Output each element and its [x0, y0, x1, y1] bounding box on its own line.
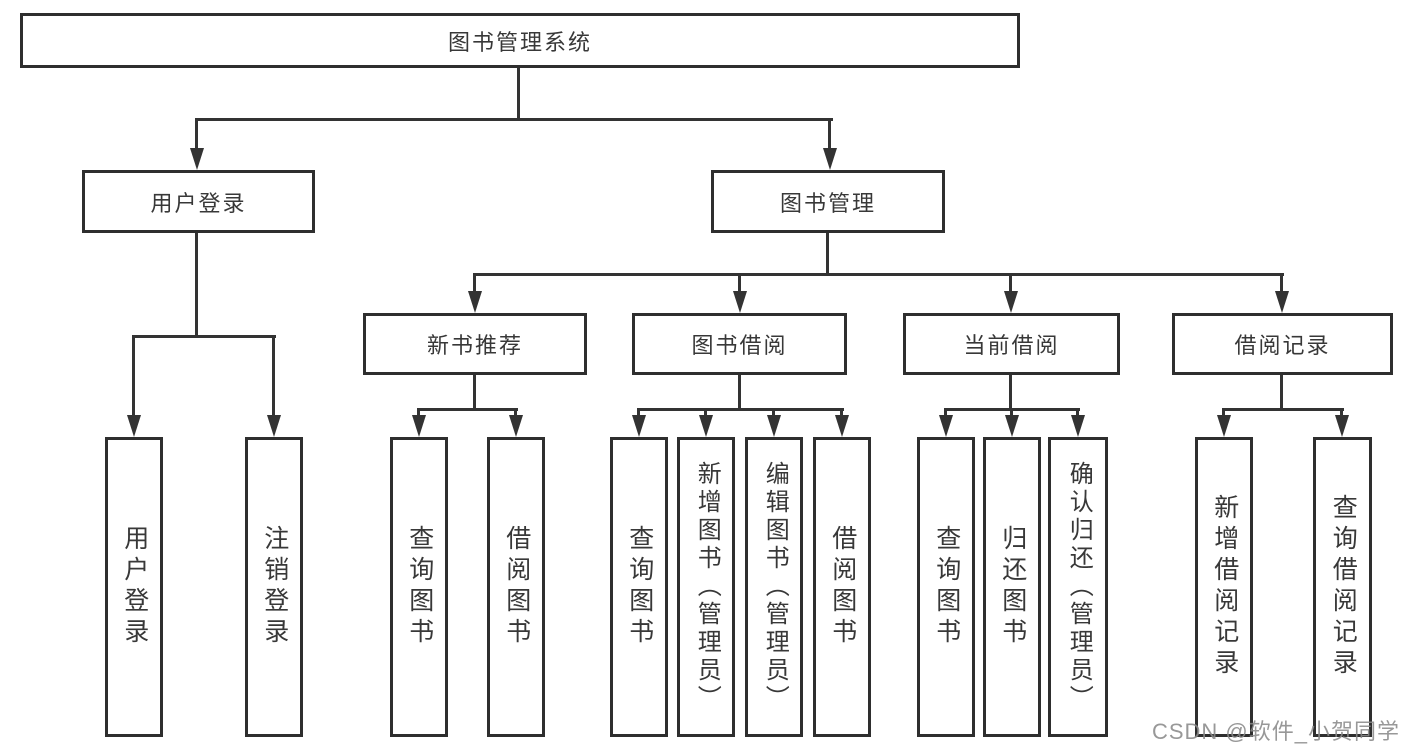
connector-stem: [772, 408, 775, 416]
leaf-query-book-borrow: 查询图书: [610, 437, 668, 737]
node-user-login-label: 用户登录: [150, 190, 247, 216]
leaf-query-book-borrow-label: 查询图书: [625, 525, 654, 649]
leaf-query-book-recommend-label: 查询图书: [405, 525, 434, 649]
connector-stem-borrow-record: [1280, 273, 1283, 291]
node-borrow-record-label: 借阅记录: [1234, 333, 1331, 358]
arrowhead-down-icon: [1005, 415, 1019, 437]
node-book-borrow: 图书借阅: [632, 313, 847, 375]
connector-root-stub: [517, 68, 520, 118]
connector-stem-new-book: [473, 273, 476, 291]
leaf-user-login: 用户登录: [105, 437, 163, 737]
connector-stem: [1340, 408, 1343, 416]
leaf-confirm-return-admin: 确认归还（管理员）: [1048, 437, 1108, 737]
connector-book-management-stub: [826, 233, 829, 273]
connector-stem: [1222, 408, 1225, 416]
leaf-logout: 注销登录: [245, 437, 303, 737]
node-borrow-record: 借阅记录: [1172, 313, 1393, 375]
connector-user-login-bar: [132, 335, 276, 338]
leaf-query-book-recommend: 查询图书: [390, 437, 448, 737]
csdn-watermark: CSDN @软件_小贺同学: [1151, 719, 1400, 744]
arrowhead-down-icon: [509, 415, 523, 437]
leaf-borrow-book-recommend: 借阅图书: [487, 437, 545, 737]
leaf-edit-book-admin: 编辑图书（管理员）: [745, 437, 803, 737]
arrowhead-down-icon: [699, 415, 713, 437]
node-book-management: 图书管理: [711, 170, 945, 233]
connector-stem-leaf-logout: [272, 335, 275, 415]
node-root-book-management-system: 图书管理系统: [20, 13, 1020, 68]
arrowhead-down-icon: [835, 415, 849, 437]
connector-stem: [1076, 408, 1079, 416]
connector-stem: [417, 408, 420, 416]
leaf-add-borrow-record-label: 新增借阅记录: [1210, 494, 1239, 680]
arrowhead-down-icon: [412, 415, 426, 437]
connector-new-book-bar: [417, 408, 518, 411]
leaf-query-borrow-record: 查询借阅记录: [1313, 437, 1372, 737]
arrowhead-down-icon: [1335, 415, 1349, 437]
node-new-book-recommend: 新书推荐: [363, 313, 587, 375]
arrowhead-down-icon: [939, 415, 953, 437]
connector-stem: [840, 408, 843, 416]
leaf-user-login-label: 用户登录: [120, 525, 149, 649]
connector-user-login-stub: [195, 233, 198, 335]
arrowhead-down-icon: [1217, 415, 1231, 437]
leaf-edit-book-admin-label: 编辑图书（管理员）: [761, 461, 789, 713]
connector-level2-bar: [195, 118, 833, 121]
leaf-add-book-admin: 新增图书（管理员）: [677, 437, 735, 737]
leaf-confirm-return-admin-label: 确认归还（管理员）: [1065, 461, 1093, 713]
node-current-borrow: 当前借阅: [903, 313, 1120, 375]
leaf-add-book-admin-label: 新增图书（管理员）: [693, 461, 721, 713]
arrowhead-down-icon: [823, 148, 837, 170]
connector-stem: [514, 408, 517, 416]
arrowhead-down-icon: [632, 415, 646, 437]
node-root-label: 图书管理系统: [447, 29, 592, 55]
arrowhead-down-icon: [267, 415, 281, 437]
arrowhead-down-icon: [1275, 291, 1289, 313]
arrowhead-down-icon: [468, 291, 482, 313]
connector-book-borrow-stub: [738, 375, 741, 408]
connector-stem-current-borrow: [1009, 273, 1012, 291]
connector-borrow-record-bar: [1222, 408, 1344, 411]
arrowhead-down-icon: [127, 415, 141, 437]
leaf-return-book-label: 归还图书: [998, 525, 1027, 649]
connector-stem: [704, 408, 707, 416]
connector-stem: [637, 408, 640, 416]
node-user-login: 用户登录: [82, 170, 315, 233]
connector-book-borrow-bar: [637, 408, 844, 411]
node-book-borrow-label: 图书借阅: [691, 333, 788, 358]
connector-current-borrow-stub: [1009, 375, 1012, 408]
leaf-logout-label: 注销登录: [260, 525, 289, 649]
leaf-borrow-book: 借阅图书: [813, 437, 871, 737]
connector-stem-leaf-login: [132, 335, 135, 415]
leaf-return-book: 归还图书: [983, 437, 1041, 737]
leaf-borrow-book-recommend-label: 借阅图书: [502, 525, 531, 649]
leaf-query-borrow-record-label: 查询借阅记录: [1329, 494, 1358, 680]
leaf-query-book-current-label: 查询图书: [932, 525, 961, 649]
leaf-add-borrow-record: 新增借阅记录: [1195, 437, 1253, 737]
node-current-borrow-label: 当前借阅: [963, 333, 1060, 358]
connector-stem: [944, 408, 947, 416]
arrowhead-down-icon: [767, 415, 781, 437]
node-book-management-label: 图书管理: [779, 190, 876, 216]
node-new-book-recommend-label: 新书推荐: [426, 333, 523, 358]
arrowhead-down-icon: [1004, 291, 1018, 313]
connector-stem-user-login: [195, 118, 198, 148]
leaf-query-book-current: 查询图书: [917, 437, 975, 737]
connector-stem: [1010, 408, 1013, 416]
connector-stem-book-management: [828, 118, 831, 148]
connector-borrow-record-stub: [1280, 375, 1283, 408]
connector-new-book-stub: [473, 375, 476, 408]
connector-level3-bar: [473, 273, 1284, 276]
arrowhead-down-icon: [1071, 415, 1085, 437]
arrowhead-down-icon: [190, 148, 204, 170]
arrowhead-down-icon: [733, 291, 747, 313]
leaf-borrow-book-label: 借阅图书: [828, 525, 857, 649]
connector-stem-book-borrow: [738, 273, 741, 291]
